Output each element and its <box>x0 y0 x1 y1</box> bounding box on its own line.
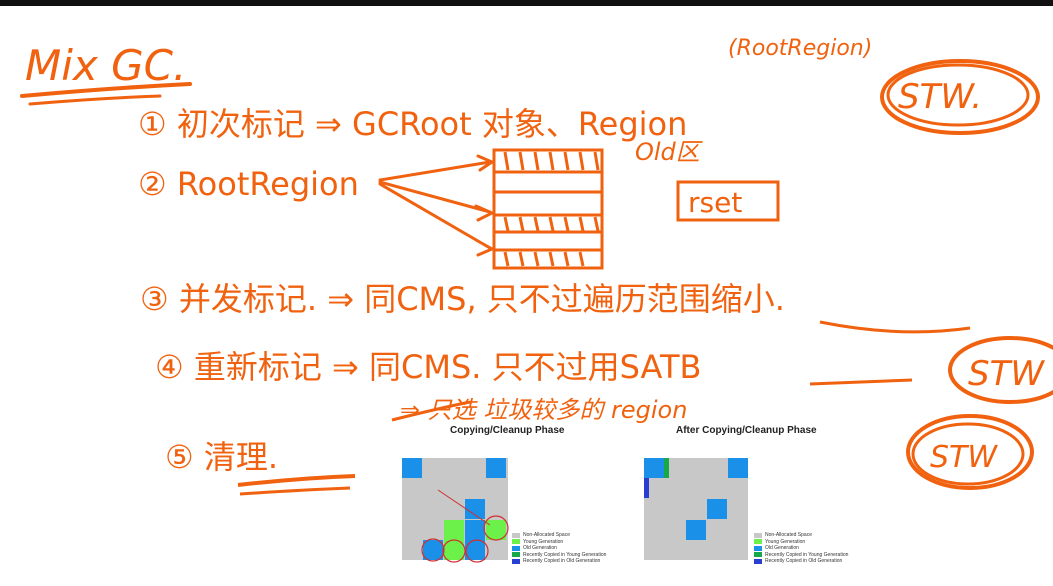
legend-swatch <box>754 546 762 551</box>
region-old <box>728 458 748 478</box>
left-annotations <box>400 480 520 570</box>
legend-swatch <box>512 552 520 557</box>
legend-swatch <box>512 533 520 538</box>
legend-swatch <box>512 546 520 551</box>
rset-label: rset <box>688 186 742 219</box>
stw-label-3: STW <box>930 440 998 475</box>
step-4: ④ 重新标记 ⇒ 同CMS. 只不过用SATB <box>155 348 701 386</box>
legend-item: Recently Copied in Old Generation <box>754 558 848 565</box>
stw-label-2: STW <box>968 354 1045 394</box>
step-2: ② RootRegion <box>138 165 359 203</box>
left-diagram-title: Copying/Cleanup Phase <box>450 425 564 436</box>
legend-swatch <box>754 533 762 538</box>
arrows-root-region <box>380 156 492 255</box>
legend-swatch <box>512 559 520 564</box>
legend-swatch <box>754 539 762 544</box>
legend-swatch <box>754 552 762 557</box>
root-region-note: (RootRegion) <box>728 36 872 61</box>
step-5: ⑤ 清理. <box>165 438 278 476</box>
right-diagram-title: After Copying/Cleanup Phase <box>676 425 817 436</box>
legend-label: Recently Copied in Old Generation <box>765 558 842 565</box>
region-old <box>402 458 422 478</box>
step-1: ① 初次标记 ⇒ GCRoot 对象、Region <box>138 105 687 143</box>
left-legend: Non-Allocated Space Young Generation Old… <box>512 532 606 565</box>
region-old <box>686 520 706 540</box>
region-recent-young <box>664 458 669 478</box>
step-3: ③ 并发标记. ⇒ 同CMS, 只不过遍历范围缩小. <box>140 280 785 318</box>
region-old <box>707 499 727 519</box>
region-block-sketch <box>494 150 602 268</box>
legend-swatch <box>512 539 520 544</box>
region-old <box>486 458 506 478</box>
stw-label-1: STW. <box>898 77 982 117</box>
step-4-note: ⇒ 只选 垃圾较多的 region <box>400 396 687 424</box>
right-legend: Non-Allocated Space Young Generation Old… <box>754 532 848 565</box>
region-old <box>644 458 664 478</box>
right-heap-grid <box>644 458 748 560</box>
legend-swatch <box>754 559 762 564</box>
region-recent-old <box>644 478 649 498</box>
legend-label: Recently Copied in Old Generation <box>523 558 600 565</box>
old-region-label: Old区 <box>635 138 703 166</box>
title-mix-gc: Mix GC. <box>25 41 186 90</box>
legend-item: Recently Copied in Old Generation <box>512 558 606 565</box>
